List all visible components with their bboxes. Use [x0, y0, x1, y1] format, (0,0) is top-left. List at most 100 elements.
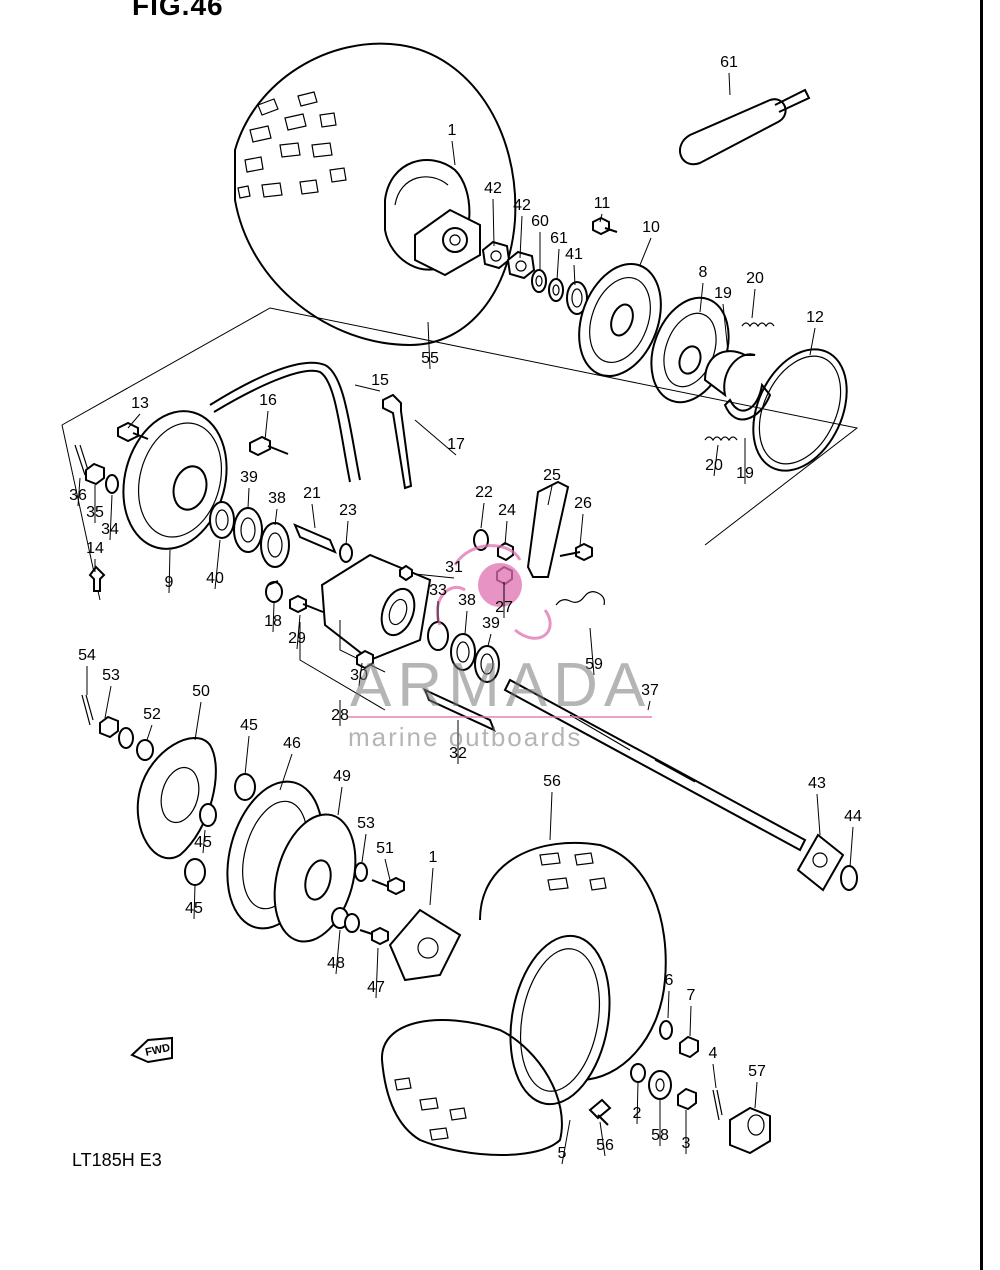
callout-leader — [667, 990, 670, 1019]
axle-shaft-37 — [503, 678, 807, 852]
callout-label-40: 40 — [206, 570, 224, 587]
bushing-33 — [427, 621, 449, 651]
washer-61-b — [548, 278, 564, 302]
cotter-pin-36 — [74, 444, 89, 476]
callout-label-45: 45 — [240, 717, 258, 734]
callout-leader — [639, 237, 652, 266]
bolt-13 — [117, 421, 149, 443]
callout-leader — [375, 947, 379, 999]
callout-label-51: 51 — [376, 840, 394, 857]
callout-label-42: 42 — [513, 197, 531, 214]
lower-tire-56 — [380, 841, 667, 1156]
bolt-31 — [399, 564, 413, 582]
callout-label-19: 19 — [736, 465, 754, 482]
nut-42-a — [481, 240, 511, 270]
callout-leader — [427, 321, 431, 370]
callout-label-46: 46 — [283, 735, 301, 752]
callout-leader — [549, 791, 553, 841]
callout-label-14: 14 — [86, 540, 104, 557]
callout-label-29: 29 — [288, 630, 306, 647]
callout-leader — [335, 929, 341, 975]
callout-leader — [311, 503, 316, 529]
callout-label-32: 32 — [449, 745, 467, 762]
callout-leader — [194, 701, 202, 741]
callout-leader — [519, 215, 523, 259]
hub-1-lower — [388, 908, 462, 982]
callout-leader — [689, 1005, 692, 1037]
callout-label-48: 48 — [327, 955, 345, 972]
callout-leader — [214, 539, 221, 590]
callout-label-56: 56 — [596, 1137, 614, 1154]
callout-label-53: 53 — [357, 815, 375, 832]
callout-leader — [104, 685, 112, 719]
svg-text:FWD: FWD — [144, 1042, 171, 1059]
callout-label-19: 19 — [714, 285, 732, 302]
callout-label-34: 34 — [101, 521, 119, 538]
watermark-subtitle: marine outboards — [348, 722, 583, 752]
callout-label-35: 35 — [86, 504, 104, 521]
callout-leader — [547, 485, 553, 506]
callout-leader — [809, 327, 816, 356]
bolt-26 — [559, 542, 593, 562]
callout-label-17: 17 — [447, 436, 465, 453]
callout-leader — [77, 477, 81, 507]
callout-label-50: 50 — [192, 683, 210, 700]
callout-leader — [712, 1063, 717, 1089]
callout-leader — [579, 513, 584, 547]
callout-label-27: 27 — [495, 599, 513, 616]
seal-39-lower — [474, 645, 500, 683]
callout-leader — [272, 602, 275, 633]
callout-leader — [146, 724, 153, 741]
callout-leader — [556, 248, 560, 281]
callout-label-45: 45 — [194, 834, 212, 851]
callout-leader — [127, 413, 141, 429]
callout-leader — [699, 282, 704, 313]
callout-leader — [429, 867, 434, 906]
assembly-outline — [61, 307, 859, 546]
callout-leader — [751, 288, 756, 319]
callout-label-13: 13 — [131, 395, 149, 412]
damper-45-b — [199, 803, 217, 827]
stud-32 — [423, 688, 496, 732]
callout-label-9: 9 — [165, 574, 174, 591]
callout-label-7: 7 — [687, 987, 696, 1004]
callout-leader — [244, 735, 250, 776]
seal-40 — [209, 501, 235, 539]
callout-label-25: 25 — [543, 467, 561, 484]
wrench-17 — [382, 393, 413, 490]
callout-leader — [337, 786, 343, 816]
spring-60 — [555, 591, 605, 606]
callout-leader — [296, 614, 301, 650]
callout-label-1: 1 — [448, 122, 457, 139]
callout-label-28: 28 — [331, 707, 349, 724]
cotter-pin-4 — [712, 1089, 723, 1121]
bracket-25 — [526, 480, 570, 578]
callout-label-11: 11 — [594, 195, 611, 212]
callout-label-20: 20 — [746, 270, 764, 287]
callout-label-49: 49 — [333, 768, 351, 785]
callout-leader — [754, 1081, 758, 1109]
nut-7 — [679, 1035, 699, 1059]
washer-53-lower — [354, 862, 368, 882]
washer-2 — [630, 1063, 646, 1083]
callout-leader — [636, 1081, 639, 1125]
callout-leader — [561, 1119, 571, 1165]
callout-label-54: 54 — [78, 647, 96, 664]
nut-3 — [677, 1087, 697, 1111]
callout-leader — [264, 410, 269, 441]
axle-housing-28 — [320, 553, 432, 662]
callout-leader — [354, 384, 381, 392]
callout-leader — [504, 520, 508, 546]
callout-label-47: 47 — [367, 979, 385, 996]
callout-label-3: 3 — [682, 1135, 691, 1152]
callout-label-61: 61 — [550, 230, 568, 247]
callout-label-61: 61 — [720, 54, 738, 71]
callout-leader — [492, 198, 495, 247]
callout-leader — [849, 826, 854, 868]
callout-label-57: 57 — [748, 1063, 766, 1080]
nut-30 — [356, 649, 374, 670]
callout-label-33: 33 — [429, 582, 447, 599]
callout-leader — [247, 487, 250, 509]
callout-leader — [274, 508, 278, 526]
